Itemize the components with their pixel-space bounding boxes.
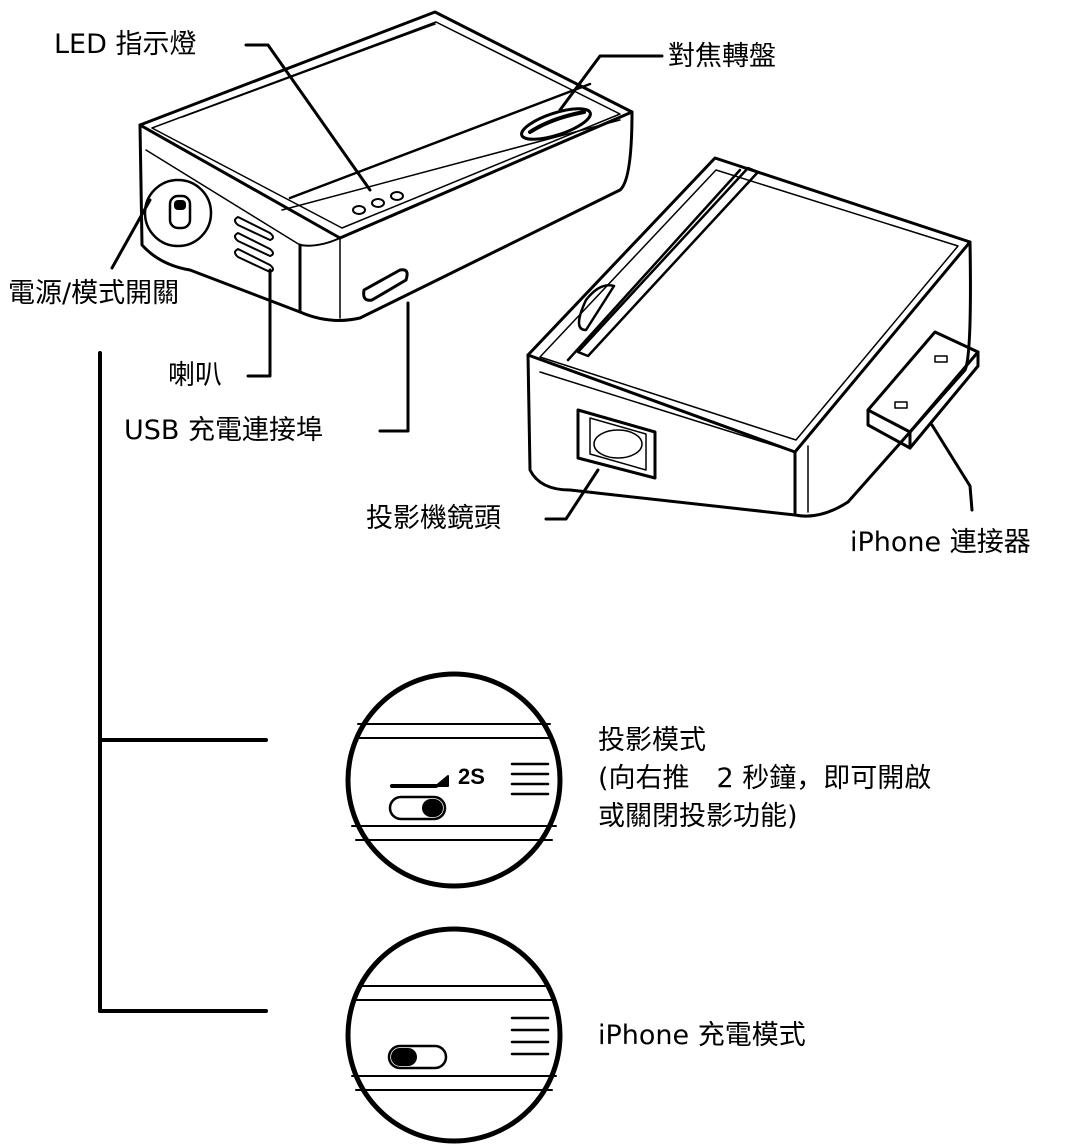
label-speaker: 喇叭	[168, 360, 222, 391]
projection-mode-magnifier	[345, 671, 563, 889]
led-indicator-icon	[352, 191, 404, 215]
projection-mode-detail-1: (向右推 2 秒鐘，即可開啟	[598, 763, 932, 794]
iphone-connector-icon	[866, 330, 980, 450]
label-power-mode-switch: 電源/模式開關	[8, 278, 180, 309]
label-iphone-connector: iPhone 連接器	[850, 527, 1031, 558]
switch-badge-2s: 2S	[458, 764, 485, 789]
charge-mode-magnifier	[345, 926, 563, 1144]
label-focus-wheel: 對焦轉盤	[668, 41, 776, 72]
projection-mode-detail-2: 或關閉投影功能)	[598, 801, 798, 832]
projector-back-view	[526, 156, 980, 518]
projection-mode-description: 投影模式 (向右推 2 秒鐘，即可開啟 或關閉投影功能)	[598, 725, 931, 833]
power-switch-icon	[143, 178, 213, 248]
callout-lines	[110, 43, 974, 521]
label-usb-port: USB 充電連接埠	[124, 415, 324, 446]
usb-port-icon	[362, 268, 409, 302]
mode-bracket	[98, 351, 268, 1013]
projection-mode-title: 投影模式	[598, 725, 706, 756]
label-led-indicator: LED 指示燈	[54, 29, 197, 60]
charge-mode-title: iPhone 充電模式	[598, 1020, 806, 1051]
lens-icon	[576, 408, 657, 480]
label-projector-lens: 投影機鏡頭	[366, 503, 501, 534]
projector-front-view	[138, 10, 634, 322]
focus-wheel-icon	[520, 107, 592, 141]
